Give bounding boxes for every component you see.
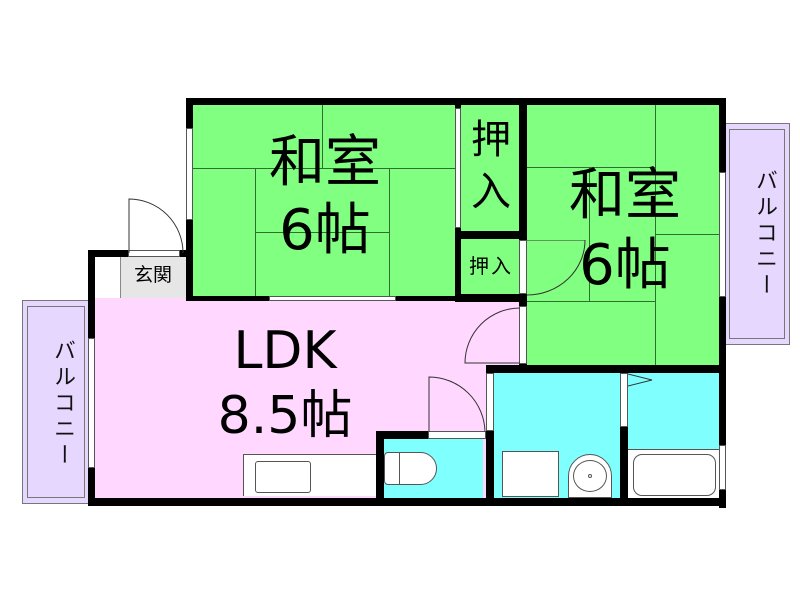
washroom-door [486, 373, 494, 431]
toilet-tank [384, 452, 400, 485]
room-oshiire-2 [460, 238, 522, 294]
room-washitsu-2 [526, 104, 720, 366]
oshiire-2-label: 押入 [469, 254, 513, 278]
genkan-door-swing [128, 198, 184, 254]
window-washitsu1-left [186, 128, 193, 220]
ldk-door-swing [464, 307, 521, 364]
room-genkan [120, 255, 186, 298]
washbasin [568, 454, 612, 498]
toilet-door-opening [428, 431, 486, 439]
window-ldk-left [88, 338, 95, 468]
window-bath [719, 445, 726, 490]
kitchen-sink [255, 461, 311, 493]
washing-machine-pan [502, 451, 559, 497]
kitchen-counter [243, 454, 376, 496]
genkan-white-area [97, 255, 120, 298]
oshiire1-sliding-door [455, 108, 461, 228]
oshiire-1-label-line1: 押 [471, 117, 511, 163]
oshiire2-door [519, 240, 527, 294]
genkan-door-opening [128, 250, 180, 257]
washitsu2-door-swing [527, 240, 586, 296]
oshiire-1-label-line2: 入 [471, 169, 511, 215]
washitsu-1-label-line2: 6帖 [279, 198, 371, 263]
balcony-left: バルコニー [22, 300, 90, 504]
room-oshiire-1 [460, 104, 522, 232]
washitsu2-ldk-door [519, 306, 527, 364]
toilet-bowl [399, 452, 437, 485]
balcony-right-label: バルコニー [752, 169, 777, 299]
window-washitsu2-right [719, 172, 726, 297]
washitsu-2-label-line2: 6帖 [579, 233, 671, 298]
bath-door-triangle [628, 373, 653, 387]
washitsu-2-label-line1: 和室 [569, 163, 681, 228]
sliding-door-washitsu1 [269, 296, 396, 301]
room-washitsu-1 [192, 104, 456, 298]
ldk-label-line1: LDK [233, 321, 337, 381]
toilet-door-swing [428, 376, 486, 433]
washitsu-1-label-line1: 和室 [269, 130, 381, 195]
bath-door [620, 373, 628, 427]
genkan-label: 玄関 [133, 264, 172, 286]
balcony-left-label: バルコニー [50, 339, 75, 469]
bathtub [628, 449, 720, 498]
balcony-right: バルコニー [724, 123, 790, 345]
ldk-label-line2: 8.5帖 [217, 386, 353, 446]
